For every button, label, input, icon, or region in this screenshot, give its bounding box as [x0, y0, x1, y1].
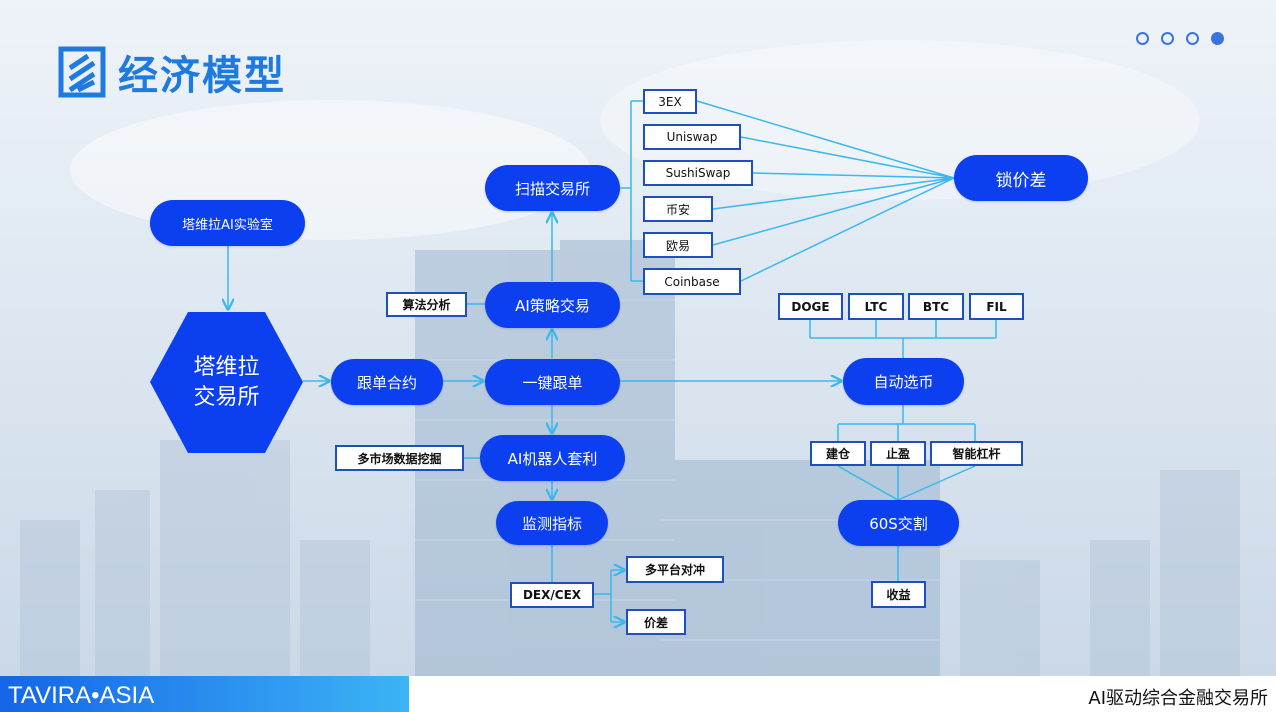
- exchange-item[interactable]: Uniswap: [643, 124, 741, 150]
- footer-brand: TAVIRA•ASIA: [8, 682, 155, 709]
- box-multi-platform-hedge[interactable]: 多平台对冲: [626, 556, 724, 583]
- pager-dot[interactable]: [1186, 32, 1199, 45]
- coin-item[interactable]: DOGE: [778, 293, 843, 320]
- exchange-item[interactable]: Coinbase: [643, 268, 741, 295]
- box-take-profit[interactable]: 止盈: [870, 441, 926, 466]
- exchange-hexagon-label[interactable]: 塔维拉 交易所: [193, 354, 260, 410]
- page-header: 经济模型: [58, 44, 286, 100]
- box-algo-analysis[interactable]: 算法分析: [386, 292, 467, 317]
- box-dex-cex[interactable]: DEX/CEX: [510, 582, 594, 608]
- exchange-hexagon: [150, 312, 303, 453]
- box-multi-market-mining[interactable]: 多市场数据挖掘: [335, 445, 464, 471]
- node-monitor-indicators[interactable]: 监测指标: [496, 501, 608, 545]
- pager-dot[interactable]: [1161, 32, 1174, 45]
- coin-item[interactable]: FIL: [969, 293, 1024, 320]
- node-lock-spread[interactable]: 锁价差: [954, 155, 1088, 201]
- exchange-item[interactable]: SushiSwap: [643, 160, 753, 186]
- node-one-click-follow[interactable]: 一键跟单: [485, 359, 620, 405]
- node-ai-strategy[interactable]: AI策略交易: [485, 282, 620, 328]
- pager-dots: [1136, 32, 1224, 45]
- footer-brand-bar: TAVIRA•ASIA: [0, 676, 409, 712]
- box-build-position[interactable]: 建仓: [810, 441, 866, 466]
- page-title: 经济模型: [118, 53, 286, 99]
- node-60s-settlement[interactable]: 60S交割: [838, 500, 959, 546]
- footer-tagline-bar: AI驱动综合金融交易所: [409, 676, 1276, 712]
- node-auto-select-coin[interactable]: 自动选币: [843, 358, 964, 405]
- coin-item[interactable]: LTC: [848, 293, 904, 320]
- node-lab[interactable]: 塔维拉AI实验室: [150, 200, 305, 246]
- coin-item[interactable]: BTC: [908, 293, 964, 320]
- footer-tagline: AI驱动综合金融交易所: [1088, 688, 1268, 709]
- node-follow-contract[interactable]: 跟单合约: [331, 359, 443, 405]
- box-profit[interactable]: 收益: [871, 581, 926, 608]
- exchange-item[interactable]: 币安: [643, 196, 713, 222]
- node-scan-exchange[interactable]: 扫描交易所: [485, 165, 620, 211]
- exchange-item[interactable]: 3EX: [643, 89, 697, 114]
- node-ai-robot-arbitrage[interactable]: AI机器人套利: [480, 435, 625, 481]
- box-spread[interactable]: 价差: [626, 609, 686, 635]
- box-smart-leverage[interactable]: 智能杠杆: [930, 441, 1023, 466]
- pager-dot[interactable]: [1136, 32, 1149, 45]
- pager-dot-active[interactable]: [1211, 32, 1224, 45]
- exchange-item[interactable]: 欧易: [643, 232, 713, 258]
- stripes-logo-icon: [58, 46, 106, 98]
